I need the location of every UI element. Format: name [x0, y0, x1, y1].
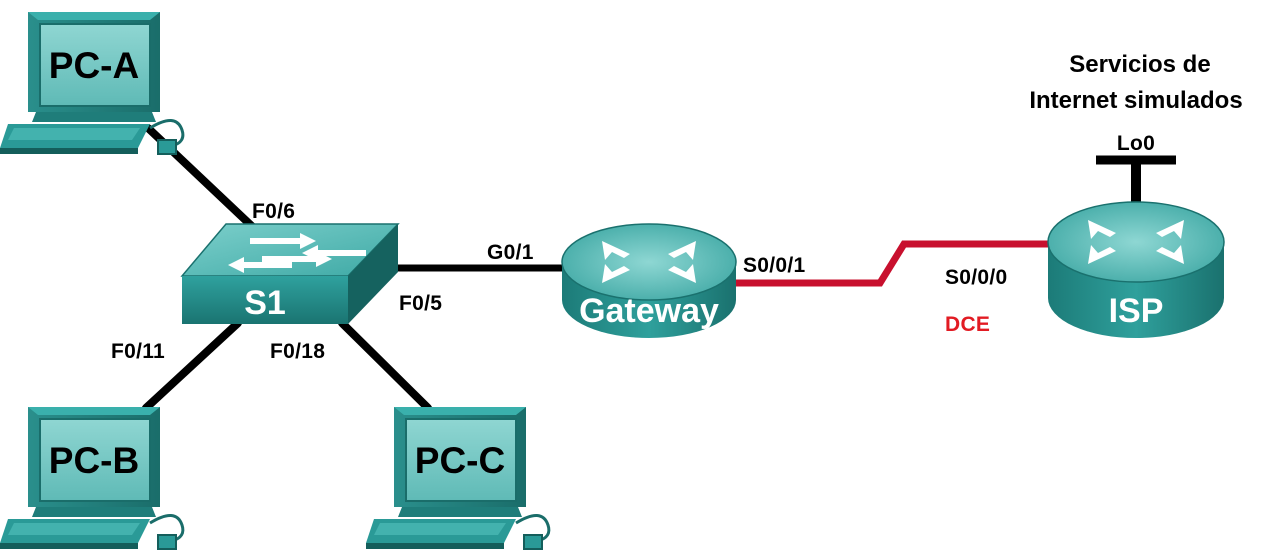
port-label-s0-0-1: S0/0/1	[743, 254, 806, 277]
link-gateway-isp-serial	[735, 240, 1060, 287]
port-label-f0-18: F0/18	[270, 340, 325, 363]
links	[142, 124, 1176, 412]
switch-arrows-icon	[228, 233, 366, 273]
router-isp-label: ISP	[1109, 292, 1164, 330]
port-label-f0-5: F0/5	[399, 292, 442, 315]
router-gateway-label: Gateway	[579, 292, 719, 330]
port-label-g0-1: G0/1	[487, 241, 534, 264]
router-arrows-icon	[602, 241, 696, 283]
switch-s1-device[interactable]: S1	[180, 223, 400, 324]
internet-caption-line-1: Servicios de	[1069, 51, 1210, 78]
router-arrows-icon	[1088, 220, 1184, 264]
port-label-s0-0-0: S0/0/0	[945, 266, 1008, 289]
internet-caption-line-2: Internet simulados	[1029, 87, 1242, 114]
loopback-label: Lo0	[1117, 132, 1155, 155]
pc-b-device[interactable]: PC-B	[0, 407, 185, 550]
router-gateway-device[interactable]: Gateway	[561, 223, 737, 338]
link-pc-b-s1	[142, 319, 242, 412]
simulated-internet-caption: Servicios de Internet simulados	[1029, 51, 1242, 114]
dce-label: DCE	[945, 313, 990, 336]
pc-b-label: PC-B	[49, 440, 139, 481]
pc-a-label: PC-A	[49, 45, 139, 86]
port-labels: F0/6 F0/11 F0/18 F0/5 G0/1 S0/0/1 S0/0/0…	[111, 132, 1155, 363]
router-isp-device[interactable]: ISP	[1047, 201, 1225, 338]
pc-c-device[interactable]: PC-C	[366, 407, 551, 550]
switch-s1-label: S1	[244, 284, 286, 322]
pc-c-label: PC-C	[415, 440, 505, 481]
port-label-f0-11: F0/11	[111, 340, 165, 363]
port-label-f0-6: F0/6	[252, 200, 295, 223]
pc-a-device[interactable]: PC-A	[0, 12, 185, 155]
link-pc-c-s1	[338, 319, 432, 412]
